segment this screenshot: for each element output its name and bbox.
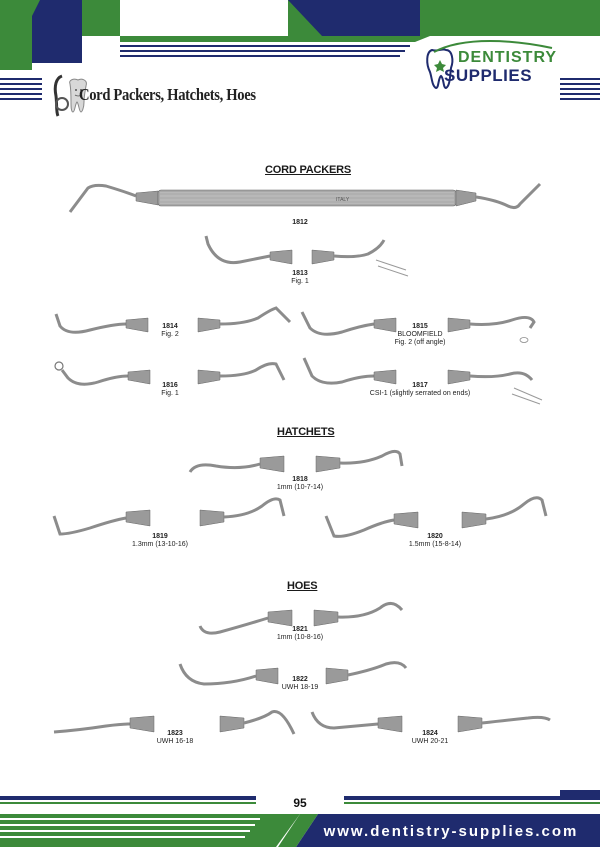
instrument-1820 <box>320 494 550 546</box>
caption-1822: 1822 UWH 18-19 <box>265 676 335 692</box>
section-heading-cord-packers: CORD PACKERS <box>265 164 352 176</box>
product-desc-1815: BLOOMFIELD <box>397 331 443 338</box>
product-code-1814: 1814 <box>162 323 178 330</box>
caption-1812: 1812 <box>275 219 325 227</box>
instrument-1812-image: ITALY <box>68 182 542 213</box>
instrument-1821-image <box>198 602 404 635</box>
caption-1815: 1815 BLOOMFIELD Fig. 2 (off angle) <box>370 323 470 347</box>
caption-1820: 1820 1.5mm (15-8-14) <box>395 533 475 549</box>
instrument-1814-image <box>54 306 292 334</box>
caption-1813: 1813 Fig. 1 <box>270 270 330 286</box>
product-code-1820: 1820 <box>427 533 443 540</box>
instrument-1816-image <box>54 361 286 386</box>
instrument-1813 <box>200 232 412 280</box>
page-number: 95 <box>293 796 307 810</box>
product-code-1817: 1817 <box>412 382 428 389</box>
caption-1819: 1819 1.3mm (13-10-16) <box>120 533 200 549</box>
product-code-1815: 1815 <box>412 323 428 330</box>
website-url[interactable]: www.dentistry-supplies.com <box>323 823 579 840</box>
section-heading-hoes: HOES <box>287 580 318 592</box>
footer-decoration <box>0 790 600 847</box>
instrument-1824-image <box>310 711 551 733</box>
product-code-1821: 1821 <box>292 626 308 633</box>
brand-logo: DENTISTRY SUPPLIES <box>424 38 574 94</box>
logo-tooth-icon <box>426 40 553 90</box>
caption-1817: 1817 CSI-1 (slightly serrated on ends) <box>350 382 490 398</box>
logo-text-dentistry: DENTISTRY <box>458 49 558 66</box>
product-code-1816: 1816 <box>162 382 178 389</box>
product-code-1813: 1813 <box>292 270 308 277</box>
instrument-1819 <box>50 494 292 542</box>
product-desc-1819: 1.3mm (13-10-16) <box>131 541 189 548</box>
instrument-1817 <box>298 354 548 406</box>
product-code-1812: 1812 <box>292 219 308 226</box>
product-code-1819: 1819 <box>152 533 168 540</box>
product-desc-1816: Fig. 1 <box>161 390 179 397</box>
caption-1823: 1823 UWH 16-18 <box>145 730 205 746</box>
instrument-1814 <box>50 306 296 342</box>
caption-1821: 1821 1mm (10-8-16) <box>265 626 335 642</box>
instrument-1822-image <box>178 661 408 686</box>
product-desc-1824: UWH 20-21 <box>411 738 449 745</box>
instrument-1824 <box>308 706 554 742</box>
instrument-1818-image <box>188 449 404 473</box>
instrument-1819-image <box>52 497 286 536</box>
product-desc-1813: Fig. 1 <box>291 278 309 285</box>
instrument-1815 <box>298 306 544 346</box>
instrument-1823 <box>50 706 300 742</box>
caption-1818: 1818 1mm (10-7-14) <box>265 476 335 492</box>
caption-1824: 1824 UWH 20-21 <box>395 730 465 746</box>
instrument-1817-image <box>302 357 543 405</box>
product-desc-1822: UWH 18-19 <box>281 684 319 691</box>
product-code-1822: 1822 <box>292 676 308 683</box>
instrument-1816 <box>50 358 290 394</box>
tooth-icon <box>53 74 87 117</box>
instrument-1818 <box>186 446 410 476</box>
product-desc-1817: CSI-1 (slightly serrated on ends) <box>369 390 471 397</box>
page-title: Cord Packers, Hatchets, Hoes <box>79 85 256 104</box>
instrument-1815-image <box>300 311 536 343</box>
product-desc-1818: 1mm (10-7-14) <box>276 484 324 491</box>
product-desc-1814: Fig. 2 <box>161 331 179 338</box>
instrument-1813-image <box>204 235 409 277</box>
product-desc-1823: UWH 16-18 <box>156 738 194 745</box>
handle-engraving: ITALY <box>336 197 350 203</box>
logo-text-supplies: SUPPLIES <box>444 66 533 85</box>
header-decoration <box>0 0 600 100</box>
product-code-1823: 1823 <box>167 730 183 737</box>
instrument-1820-image <box>324 496 548 538</box>
product-desc2-1815: Fig. 2 (off angle) <box>394 339 446 346</box>
section-heading-hatchets: HATCHETS <box>277 426 335 438</box>
instrument-1812: ITALY <box>66 178 544 218</box>
product-desc-1820: 1.5mm (15-8-14) <box>408 541 462 548</box>
product-code-1818: 1818 <box>292 476 308 483</box>
instrument-1822 <box>176 654 410 692</box>
caption-1816: 1816 Fig. 1 <box>145 382 195 398</box>
instrument-1821 <box>196 596 410 640</box>
product-desc-1821: 1mm (10-8-16) <box>276 634 324 641</box>
product-code-1824: 1824 <box>422 730 438 737</box>
caption-1814: 1814 Fig. 2 <box>145 323 195 339</box>
instrument-1823-image <box>53 709 296 735</box>
